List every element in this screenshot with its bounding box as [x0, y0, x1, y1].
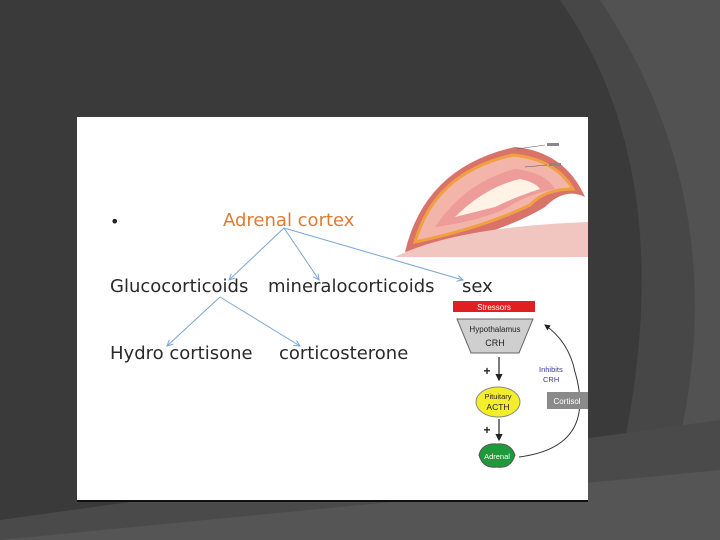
arrow-gluco-to-cortico	[220, 297, 300, 346]
plus-sign-1: +	[483, 364, 490, 378]
content-panel: • Adrenal cortex Glucocorticoids mineral…	[77, 117, 588, 502]
adrenal-label: Adrenal	[484, 452, 510, 461]
stressors-label: Stressors	[477, 303, 511, 312]
arrow-root-to-mineral	[284, 228, 319, 280]
inhibits-label: Inhibits	[539, 365, 563, 374]
arrow-root-to-sex	[284, 228, 463, 280]
arrow-gluco-to-hydro	[167, 297, 220, 346]
plus-sign-2: +	[483, 423, 490, 437]
pituitary-label: Pituitary	[484, 392, 511, 401]
arrow-root-to-gluco	[229, 228, 284, 280]
feedback-arrow	[519, 325, 580, 457]
cortisol-label: Cortisol	[553, 397, 580, 406]
acth-label: ACTH	[486, 402, 509, 412]
hpa-axis-diagram: Stressors Hypothalamus CRH + Pituitary A…	[447, 297, 588, 482]
hypothalamus-label: Hypothalamus	[469, 325, 520, 334]
inhibits-crh-label: CRH	[543, 375, 559, 384]
crh-label: CRH	[485, 338, 505, 348]
